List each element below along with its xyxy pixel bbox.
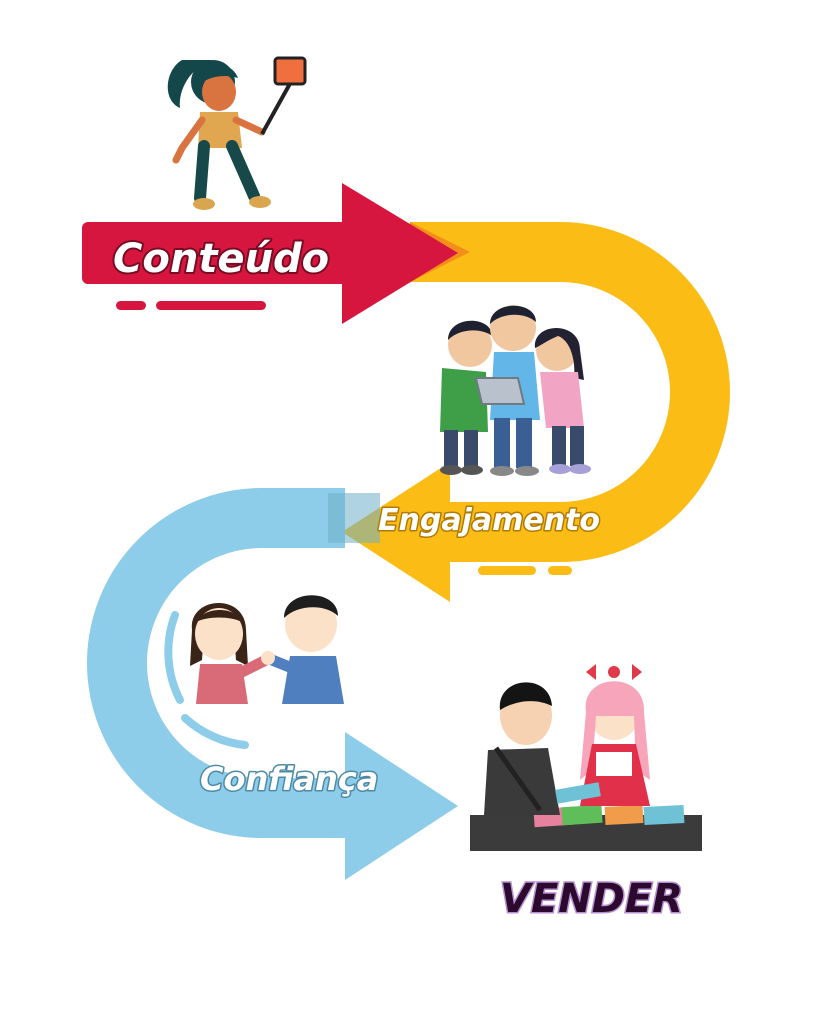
confianca-band [87,488,458,880]
step-label-engajamento: Engajamento [378,503,600,538]
engajamento-band [342,222,730,602]
step-label-confianca: Confiança [200,760,378,798]
conteudo-arrow [82,183,470,324]
friends-promise-illustration [190,595,344,704]
final-label-vender: VENDER [500,876,683,922]
step-label-conteudo: Conteúdo [113,236,329,282]
seller-stand-illustration [470,664,702,851]
woman-selfie-illustration [167,56,307,210]
kids-laptop-illustration [440,305,591,476]
